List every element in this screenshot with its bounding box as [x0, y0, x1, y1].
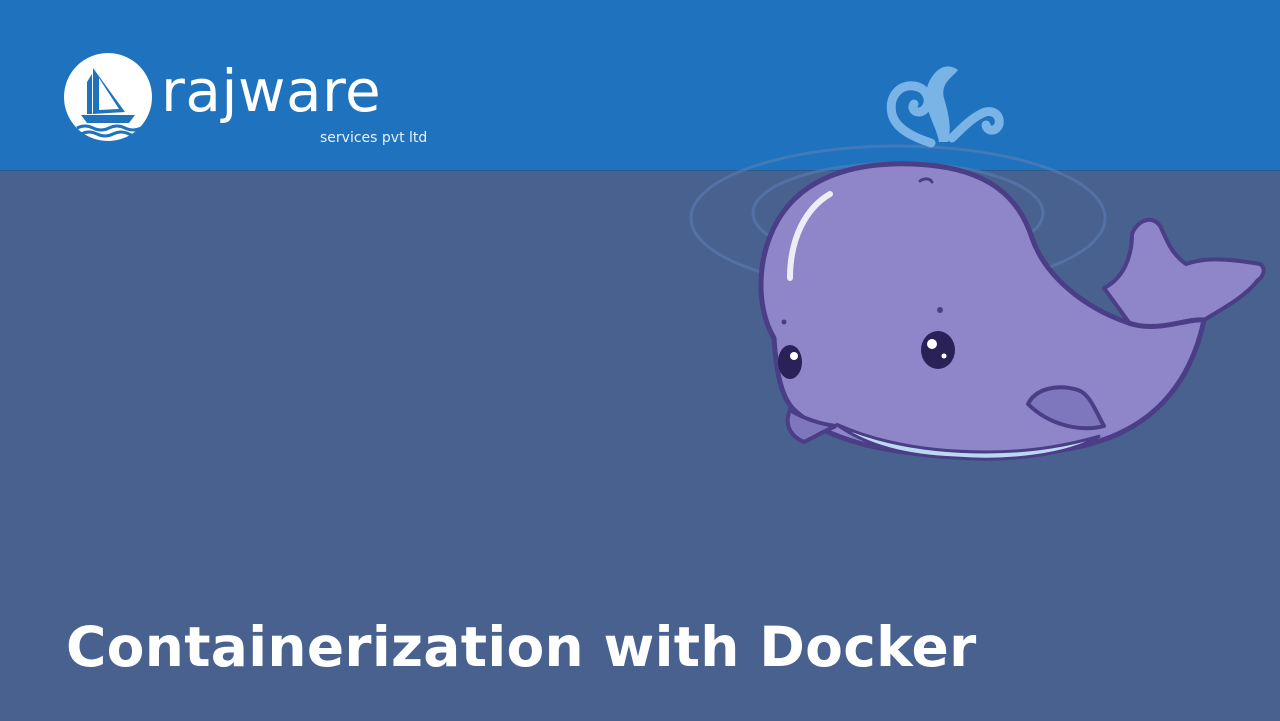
header-band: [0, 0, 1280, 171]
company-logo: rajware services pvt ltd: [63, 52, 443, 152]
sailboat-logo-icon: [64, 53, 152, 141]
docker-whale-icon: [689, 66, 1266, 461]
whale-fin: [1026, 385, 1106, 431]
whale-belly: [835, 422, 1101, 461]
water-spout: [886, 66, 1004, 148]
slide-title: Containerization with Docker: [66, 615, 977, 679]
whale-tail: [1102, 218, 1266, 338]
whale-eyes: [778, 331, 955, 379]
brand-name: rajware: [161, 57, 382, 125]
brand-tagline: services pvt ltd: [320, 130, 428, 146]
